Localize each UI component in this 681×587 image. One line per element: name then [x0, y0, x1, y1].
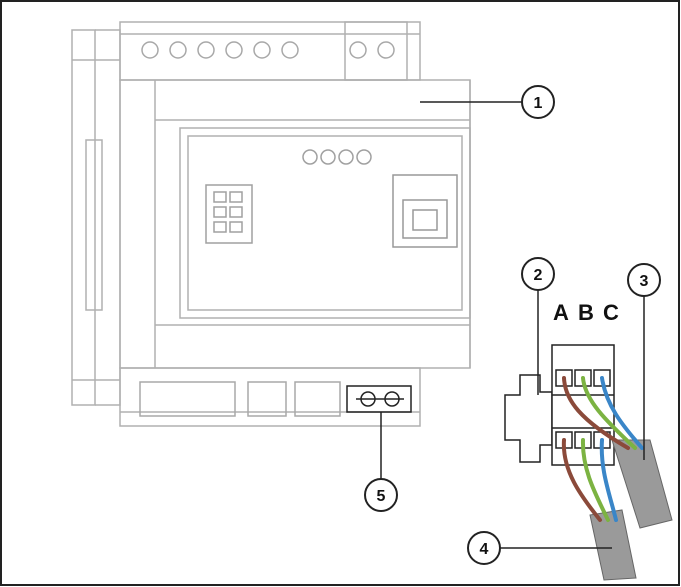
callout-4: 4	[467, 531, 612, 565]
callout-3-label: 3	[640, 273, 649, 290]
bottom-terminals	[139, 381, 341, 417]
terminal-label-b: B	[578, 300, 594, 325]
device-housing	[71, 21, 471, 427]
wires-upper	[562, 376, 644, 450]
bus-terminal-connector	[346, 385, 412, 413]
terminal-label-a: A	[553, 300, 569, 325]
callout-5: 5	[364, 412, 398, 512]
callout-2-label: 2	[534, 267, 543, 284]
callout-1: 1	[420, 85, 555, 119]
status-leds	[302, 149, 372, 165]
callout-2: 2	[521, 257, 555, 395]
side-connector	[205, 184, 253, 244]
top-terminal-screws	[141, 41, 395, 59]
callout-3: 3	[627, 263, 661, 460]
terminal-label-c: C	[603, 300, 619, 325]
callout-5-label: 5	[377, 488, 386, 505]
cable-sheath-4	[589, 509, 637, 581]
callout-1-label: 1	[534, 95, 543, 112]
callout-4-label: 4	[480, 541, 489, 558]
wires-lower	[561, 438, 618, 522]
rj45-port	[392, 174, 458, 248]
